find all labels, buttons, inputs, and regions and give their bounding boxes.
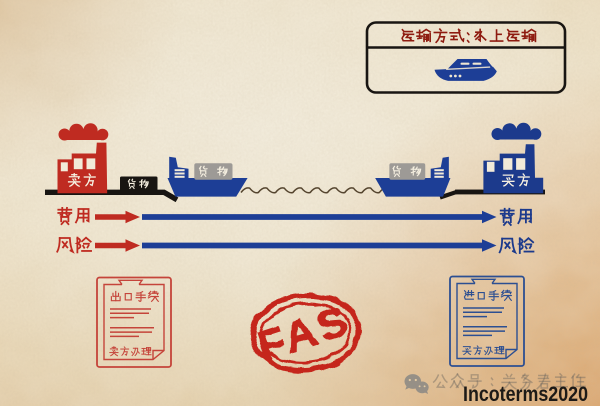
svg-text:Incoterms2020: Incoterms2020 — [463, 383, 588, 406]
